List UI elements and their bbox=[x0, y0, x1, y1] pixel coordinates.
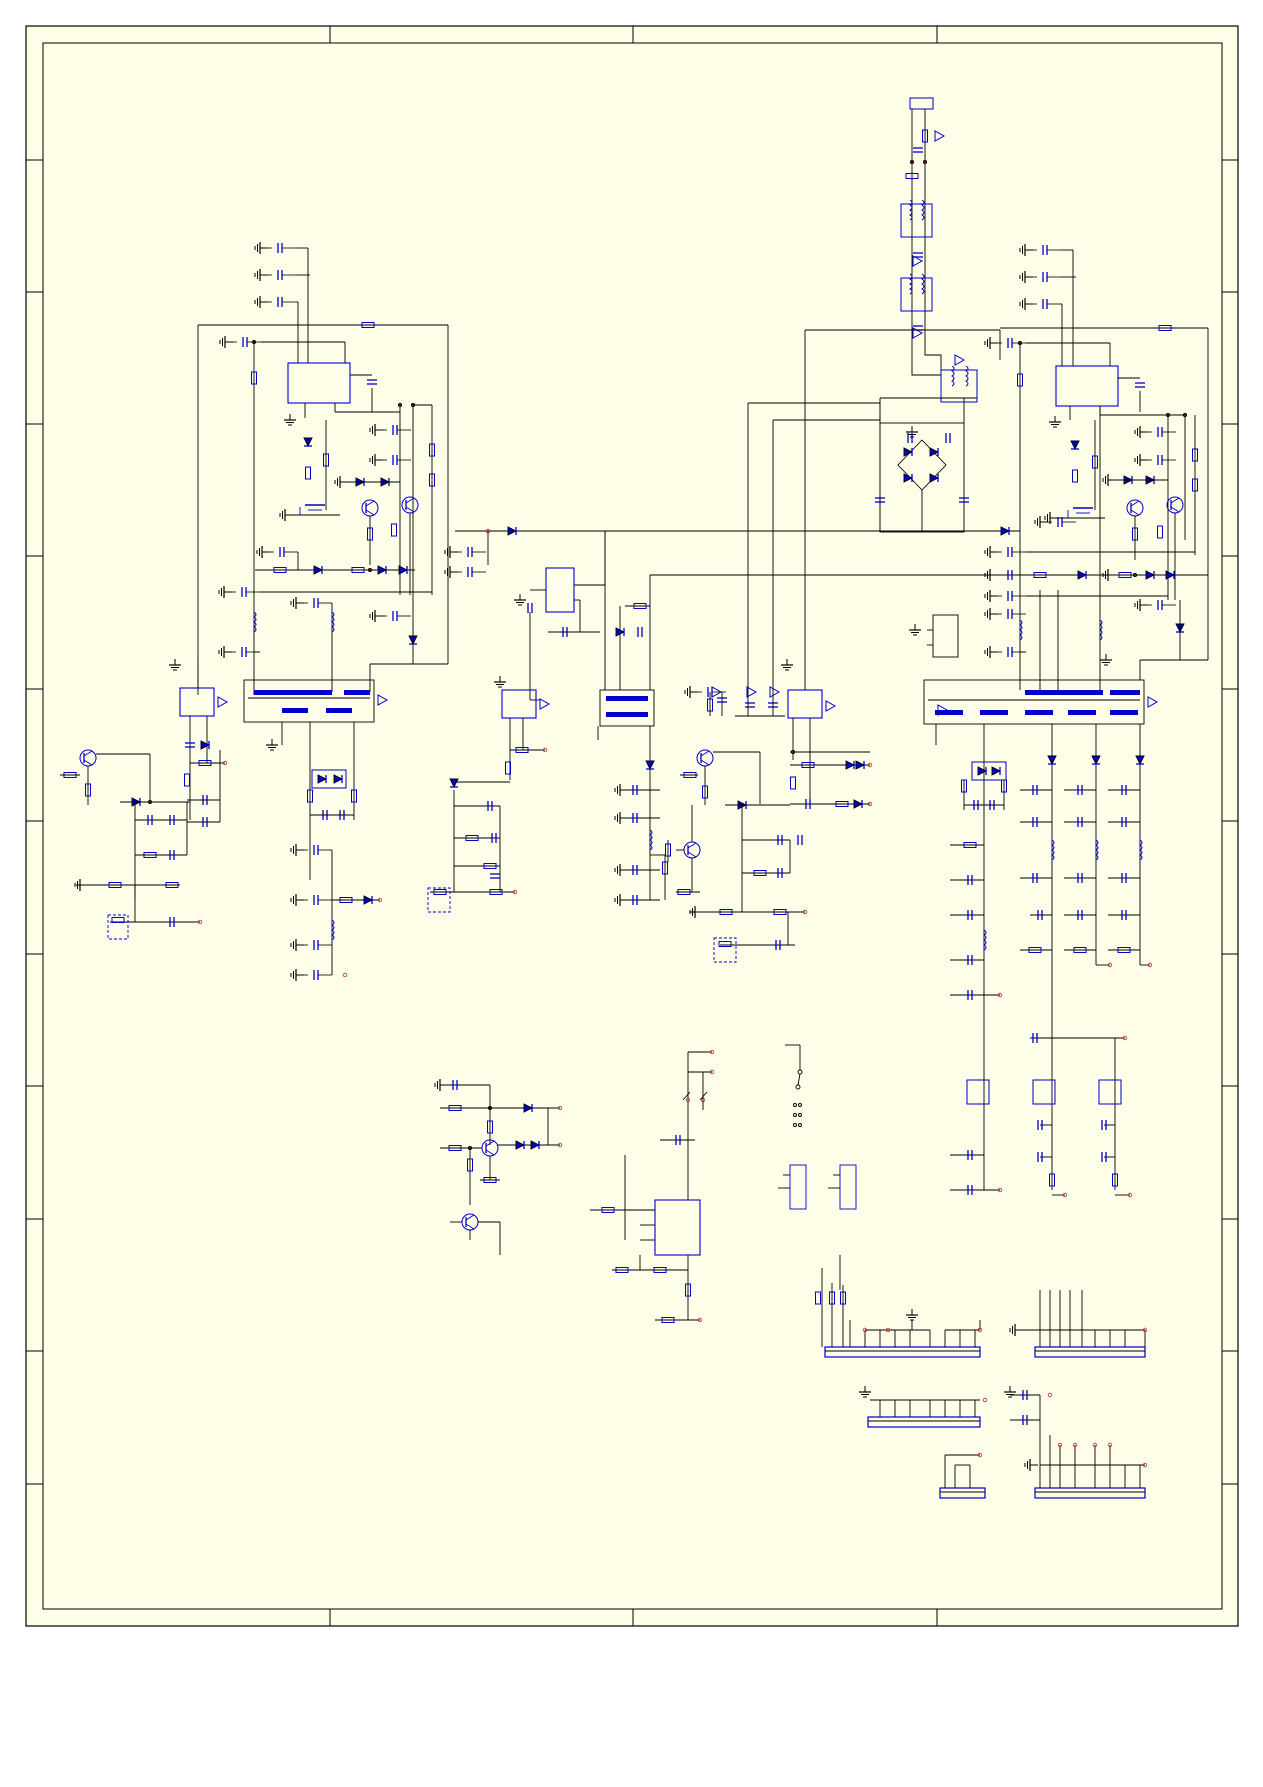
regulator-ic-small-1 bbox=[179, 687, 215, 717]
mosfet-right bbox=[1067, 507, 1093, 518]
common-mode-choke-1 bbox=[900, 203, 933, 238]
connector-d bbox=[939, 1487, 986, 1499]
output-connector-right bbox=[923, 679, 1145, 725]
connector-c bbox=[867, 1416, 981, 1428]
right-power-stage bbox=[879, 244, 1209, 1198]
optional-part-outline-center bbox=[427, 887, 451, 913]
connector-e bbox=[1034, 1487, 1146, 1499]
outer-frame bbox=[25, 25, 1239, 1627]
bottom-connectors bbox=[815, 1255, 1148, 1499]
output-connector-left bbox=[243, 679, 375, 723]
regulator-ic-rail-3 bbox=[1098, 1079, 1122, 1105]
connector-b bbox=[1034, 1346, 1146, 1358]
lower-center-mcu bbox=[590, 1044, 857, 1323]
lower-left-switch bbox=[434, 1078, 563, 1255]
bridge-diode-pair-left bbox=[311, 769, 347, 789]
connector-mid-2 bbox=[839, 1164, 857, 1210]
switch-icon bbox=[682, 1091, 708, 1101]
line-filter-transformer bbox=[940, 369, 978, 403]
small-connector-right bbox=[932, 614, 959, 658]
left-power-stage bbox=[197, 242, 449, 981]
power-ic-left bbox=[287, 362, 351, 404]
power-ic-right bbox=[1055, 365, 1119, 407]
regulator-ic-rail-1 bbox=[966, 1079, 990, 1105]
bridge-diode-pair-right bbox=[971, 761, 1007, 781]
mosfet-left bbox=[299, 504, 325, 515]
ac-input-connector bbox=[909, 97, 934, 110]
ac-input-section bbox=[874, 97, 978, 533]
optional-part-outline-mid bbox=[713, 937, 737, 963]
optional-part-outline-left bbox=[107, 914, 129, 940]
connector-mid-1 bbox=[789, 1164, 807, 1210]
mcu-ic-bottom bbox=[654, 1199, 701, 1256]
common-mode-choke-2 bbox=[900, 277, 933, 312]
left-aux-section bbox=[60, 658, 228, 940]
zone-ticks bbox=[26, 26, 1238, 1626]
regulator-ic-small-2 bbox=[501, 689, 537, 719]
regulator-ic-rail-2 bbox=[1032, 1079, 1056, 1105]
connector-a bbox=[824, 1346, 981, 1358]
optocoupler-center bbox=[599, 689, 655, 727]
